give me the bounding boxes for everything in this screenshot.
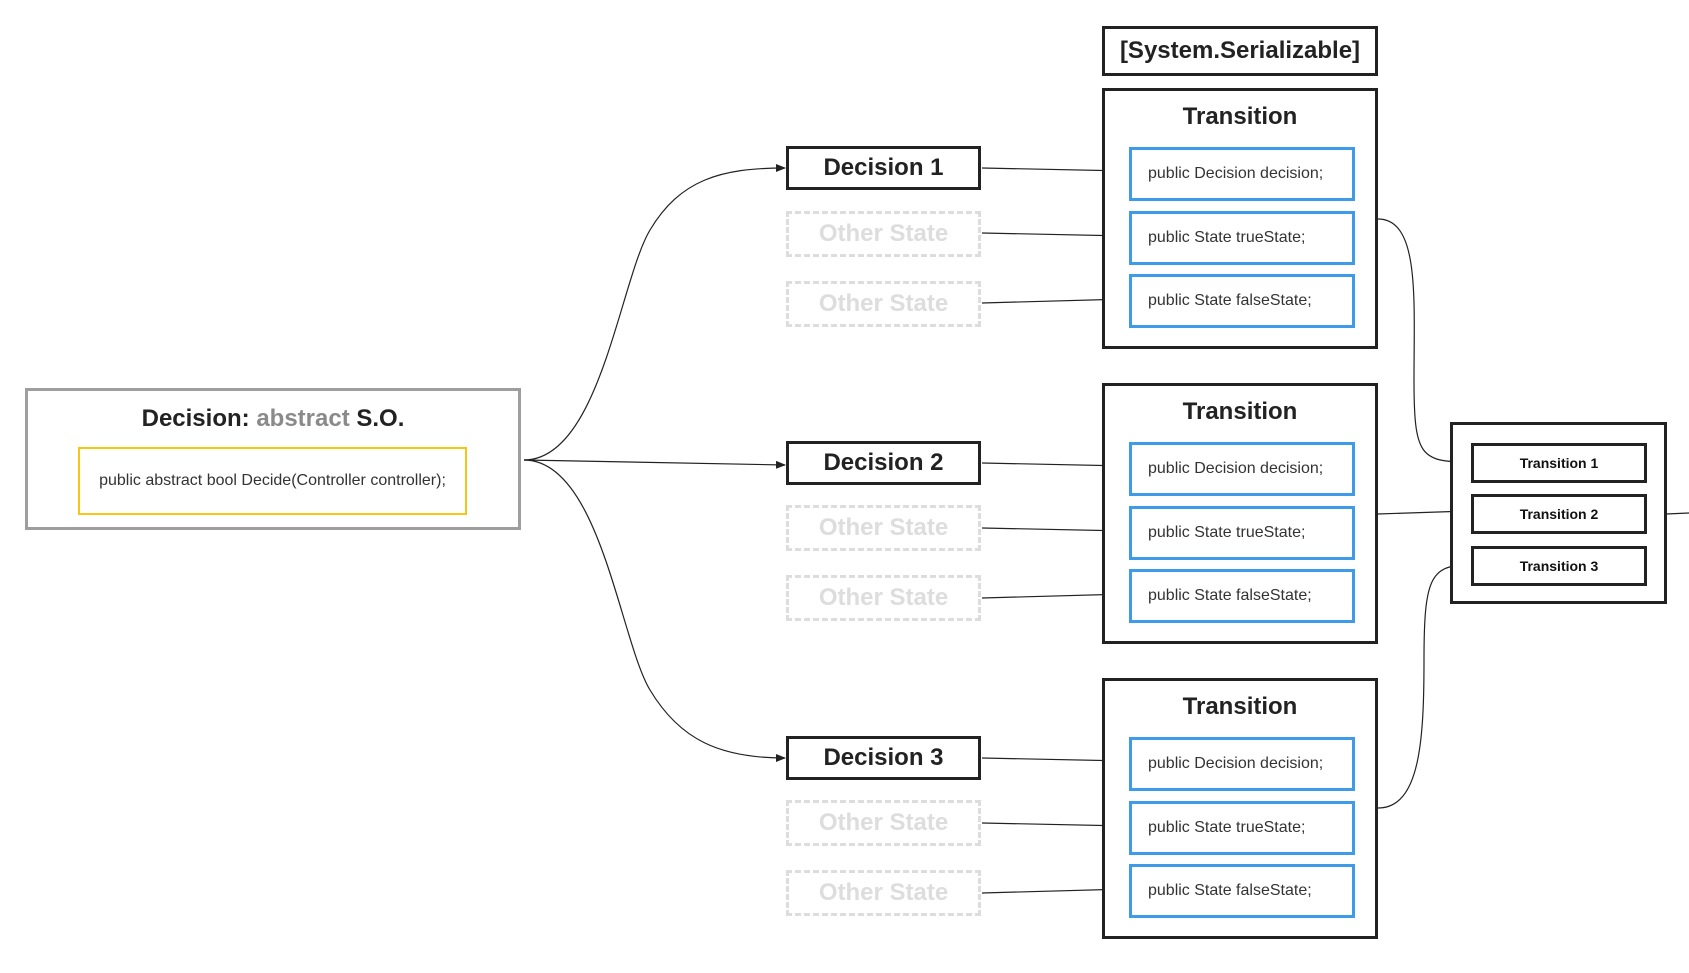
field-false-state-text: public State falseState; bbox=[1148, 587, 1312, 604]
decision-3-label: Decision 3 bbox=[823, 744, 944, 771]
field-true-state-text: public State trueState; bbox=[1148, 229, 1306, 246]
transition-title: Transition bbox=[1182, 398, 1298, 425]
serializable-attribute: [System.Serializable] bbox=[1102, 26, 1378, 76]
field-decision: public Decision decision; bbox=[1129, 147, 1355, 201]
field-decision: public Decision decision; bbox=[1129, 442, 1355, 496]
title-abstract-keyword: abstract bbox=[256, 405, 350, 432]
field-true-state: public State trueState; bbox=[1129, 801, 1355, 855]
transition-class-3[interactable]: Transition public Decision decision; pub… bbox=[1102, 678, 1378, 939]
field-false-state-text: public State falseState; bbox=[1148, 882, 1312, 899]
other-state-label: Other State bbox=[818, 584, 949, 611]
decision-2-label: Decision 2 bbox=[823, 449, 944, 476]
transition-list-item[interactable]: Transition 1 bbox=[1471, 443, 1647, 483]
transition-list-item-label: Transition 2 bbox=[1519, 506, 1599, 522]
field-false-state-text: public State falseState; bbox=[1148, 292, 1312, 309]
connector-abstract-to-decision-2 bbox=[523, 459, 786, 469]
title-prefix: Decision: bbox=[141, 405, 250, 432]
other-state-label: Other State bbox=[818, 809, 949, 836]
connector-transition-3-to-list bbox=[1377, 561, 1469, 809]
connector-transition-1-to-list bbox=[1377, 218, 1469, 466]
title-suffix: S.O. bbox=[356, 405, 405, 432]
other-state-placeholder[interactable]: Other State bbox=[786, 281, 981, 327]
decision-2-box[interactable]: Decision 2 bbox=[786, 441, 981, 485]
field-false-state: public State falseState; bbox=[1129, 569, 1355, 623]
transition-list-item-label: Transition 1 bbox=[1519, 455, 1599, 471]
field-decision: public Decision decision; bbox=[1129, 737, 1355, 791]
field-decision-text: public Decision decision; bbox=[1148, 755, 1324, 772]
other-state-label: Other State bbox=[818, 220, 949, 247]
other-state-label: Other State bbox=[818, 514, 949, 541]
serializable-label: [System.Serializable] bbox=[1119, 37, 1361, 64]
field-true-state-text: public State trueState; bbox=[1148, 524, 1306, 541]
field-decision-text: public Decision decision; bbox=[1148, 165, 1324, 182]
decision-3-box[interactable]: Decision 3 bbox=[786, 736, 981, 780]
transition-title: Transition bbox=[1182, 693, 1298, 720]
other-state-placeholder[interactable]: Other State bbox=[786, 211, 981, 257]
transition-list[interactable]: Transition 1 Transition 2 Transition 3 bbox=[1450, 422, 1667, 604]
abstract-method: public abstract bool Decide(Controller c… bbox=[99, 472, 446, 489]
transition-list-item[interactable]: Transition 2 bbox=[1471, 494, 1647, 534]
connector-abstract-to-decision-3 bbox=[523, 459, 786, 762]
transition-list-item[interactable]: Transition 3 bbox=[1471, 546, 1647, 586]
other-state-label: Other State bbox=[818, 879, 949, 906]
other-state-placeholder[interactable]: Other State bbox=[786, 575, 981, 621]
field-decision-text: public Decision decision; bbox=[1148, 460, 1324, 477]
field-true-state-text: public State trueState; bbox=[1148, 819, 1306, 836]
transition-class-1[interactable]: Transition public Decision decision; pub… bbox=[1102, 88, 1378, 349]
transition-class-2[interactable]: Transition public Decision decision; pub… bbox=[1102, 383, 1378, 644]
transition-title: Transition bbox=[1182, 103, 1298, 130]
decision-1-box[interactable]: Decision 1 bbox=[786, 146, 981, 190]
abstract-decision-class[interactable]: Decision: abstract S.O. public abstract … bbox=[25, 388, 521, 530]
field-true-state: public State trueState; bbox=[1129, 506, 1355, 560]
transition-list-item-label: Transition 3 bbox=[1519, 558, 1599, 574]
other-state-placeholder[interactable]: Other State bbox=[786, 870, 981, 916]
other-state-placeholder[interactable]: Other State bbox=[786, 800, 981, 846]
abstract-method-box: public abstract bool Decide(Controller c… bbox=[78, 447, 467, 515]
abstract-class-title: Decision: abstract S.O. bbox=[28, 405, 518, 433]
connector-list-out bbox=[1665, 512, 1689, 515]
field-false-state: public State falseState; bbox=[1129, 274, 1355, 328]
field-true-state: public State trueState; bbox=[1129, 211, 1355, 265]
other-state-placeholder[interactable]: Other State bbox=[786, 505, 981, 551]
connector-abstract-to-decision-1 bbox=[523, 164, 786, 461]
other-state-label: Other State bbox=[818, 290, 949, 317]
field-false-state: public State falseState; bbox=[1129, 864, 1355, 918]
decision-1-label: Decision 1 bbox=[823, 154, 944, 181]
